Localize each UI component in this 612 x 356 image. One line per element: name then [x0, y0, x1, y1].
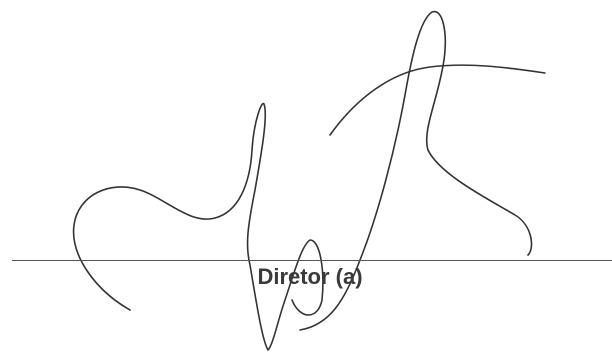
signature-stroke-center: [299, 10, 533, 331]
signature-strokes: [72, 10, 546, 351]
signer-role-label: Diretor (a): [257, 264, 363, 289]
signature-stroke-arc: [329, 64, 546, 136]
signature-line: [12, 260, 612, 261]
signature-stroke-left: [72, 102, 324, 351]
